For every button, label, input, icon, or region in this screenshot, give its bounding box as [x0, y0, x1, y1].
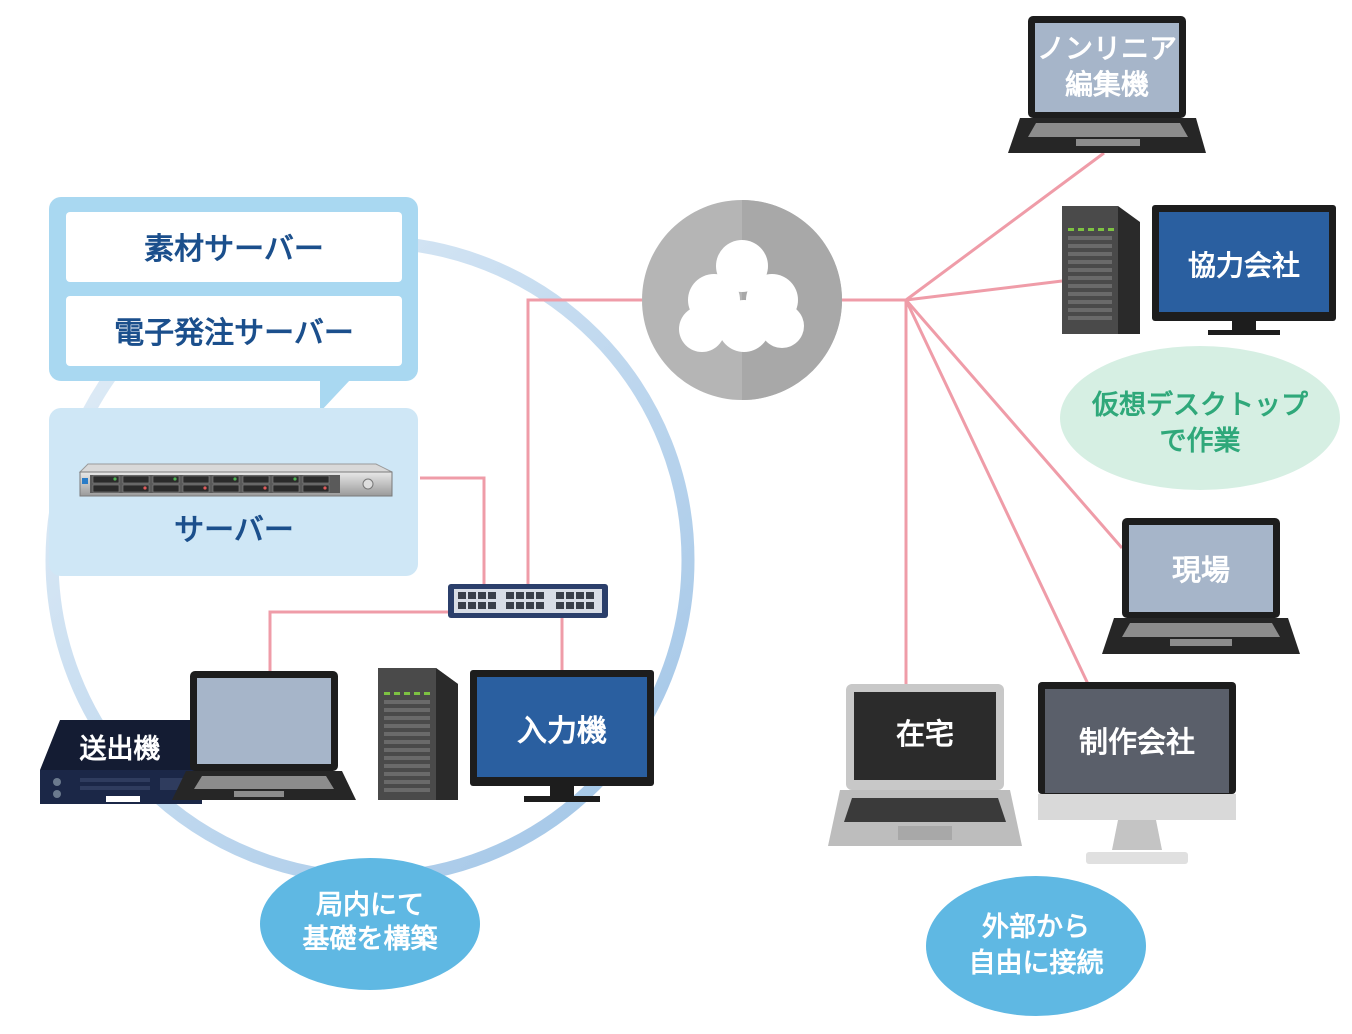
home-label: 在宅	[896, 717, 954, 751]
site-label: 現場	[1172, 553, 1230, 587]
local-badge-line2: 基礎を構築	[303, 923, 439, 955]
nonlinear-label-line1: ノンリニア	[1037, 32, 1177, 65]
cloud-icon	[642, 200, 842, 400]
material-server-box	[66, 212, 402, 282]
home-laptop: 在宅	[828, 684, 1022, 846]
vdi-badge-line1: 仮想デスクトップ	[1091, 389, 1309, 421]
input-machine-label: 入力機	[517, 714, 607, 749]
vdi-badge: 仮想デスクトップ で作業	[1060, 346, 1340, 490]
order-server-label: 電子発注サーバー	[114, 316, 354, 351]
nonlinear-label-line2: 編集機	[1065, 68, 1149, 101]
server-panel: サーバー	[49, 408, 418, 576]
local-laptop-icon	[172, 671, 356, 800]
order-server-box	[66, 296, 402, 366]
material-server-label: 素材サーバー	[144, 232, 324, 267]
local-badge: 局内にて 基礎を構築	[260, 858, 480, 990]
remote-badge-line1: 外部から	[982, 911, 1090, 943]
partner-tower-icon	[1062, 206, 1140, 334]
input-machine-monitor: 入力機	[470, 670, 654, 802]
nonlinear-editor-laptop: ノンリニア 編集機	[1008, 16, 1206, 153]
rack-server-icon	[78, 463, 393, 497]
transmitter-label: 送出機	[80, 734, 161, 765]
site-laptop: 現場	[1102, 518, 1300, 654]
remote-badge-line2: 自由に接続	[969, 947, 1104, 979]
remote-badge: 外部から 自由に接続	[926, 876, 1146, 1016]
vdi-badge-line2: で作業	[1160, 426, 1241, 457]
production-label: 制作会社	[1079, 725, 1195, 759]
server-label: サーバー	[174, 513, 294, 548]
production-monitor: 制作会社	[1038, 682, 1236, 864]
partner-monitor: 協力会社	[1152, 205, 1336, 335]
transmitter-device: 送出機	[40, 720, 202, 804]
local-badge-line1: 局内にて	[316, 890, 424, 921]
partner-label: 協力会社	[1188, 249, 1300, 282]
network-switch-icon	[448, 584, 608, 618]
connection-lines	[268, 151, 1124, 685]
local-tower-icon	[378, 668, 458, 800]
server-roles-bubble: 素材サーバー 電子発注サーバー	[49, 197, 418, 412]
